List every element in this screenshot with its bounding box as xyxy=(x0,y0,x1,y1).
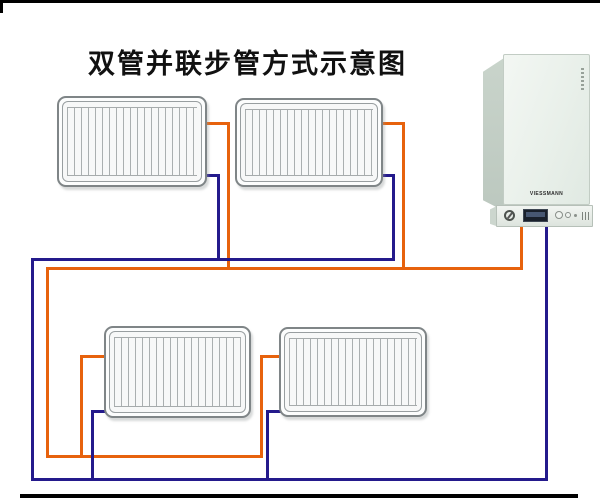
supply-left-drop xyxy=(46,267,49,458)
return-stub-bottom-right xyxy=(266,410,281,413)
supply-boiler-drop xyxy=(520,224,523,270)
frame-top-edge xyxy=(0,0,600,3)
reset-button-icon xyxy=(565,212,571,218)
boiler-panel-side-face xyxy=(490,205,499,227)
return-stub-top-right xyxy=(381,174,395,177)
supply-stub-bottom-left xyxy=(80,355,106,358)
mode-knob-icon xyxy=(555,211,563,219)
radiator-top-right-fins xyxy=(245,109,373,176)
radiator-bottom-left xyxy=(104,326,251,418)
boiler-front-panel: VIESSMANN xyxy=(503,54,590,205)
lcd-display xyxy=(523,209,548,222)
radiator-top-right xyxy=(235,98,383,187)
return-stub-bottom-left xyxy=(91,410,106,413)
wall-boiler: VIESSMANN xyxy=(483,53,595,228)
viessmann-logo: VIESSMANN xyxy=(529,191,564,197)
radiator-bottom-right-body xyxy=(284,332,422,412)
boiler-control-panel xyxy=(496,205,593,227)
radiator-bottom-right-fins xyxy=(289,338,417,406)
radiator-bottom-right xyxy=(279,327,427,417)
return-drop-bottom-right xyxy=(266,410,269,481)
radiator-top-right-body xyxy=(240,103,378,182)
supply-main-horizontal xyxy=(46,267,523,270)
return-left-drop xyxy=(31,258,34,481)
supply-stub-top-right xyxy=(381,122,405,125)
radiator-top-left xyxy=(57,96,207,187)
frame-top-left-tick xyxy=(0,0,3,13)
radiator-bottom-left-fins xyxy=(114,337,241,407)
boiler-side-face xyxy=(483,58,504,211)
return-bottom-main xyxy=(31,478,548,481)
return-drop-top-left xyxy=(217,174,220,261)
status-led-icon xyxy=(574,214,577,217)
return-stub-top-left xyxy=(205,174,220,177)
return-boiler-riser xyxy=(545,224,548,481)
panel-symbols-icon xyxy=(582,212,589,220)
supply-stub-top-left xyxy=(205,122,230,125)
temperature-knob-icon xyxy=(504,210,515,221)
supply-stub-bottom-right xyxy=(260,355,281,358)
supply-bottom-horizontal xyxy=(46,455,263,458)
frame-bottom-line xyxy=(20,494,578,498)
return-drop-bottom-left xyxy=(91,410,94,481)
supply-riser-top-left xyxy=(227,122,230,270)
radiator-bottom-left-body xyxy=(109,331,246,413)
supply-riser-top-right xyxy=(402,122,405,270)
diagram-title: 双管并联步管方式示意图 xyxy=(88,49,407,79)
return-drop-top-right xyxy=(392,174,395,261)
radiator-top-left-body xyxy=(62,101,202,182)
supply-riser-bottom-right xyxy=(260,356,263,458)
return-upper-main xyxy=(31,258,395,261)
radiator-top-left-fins xyxy=(67,107,197,176)
supply-riser-bottom-left xyxy=(80,356,83,458)
boiler-model-label xyxy=(581,68,584,92)
